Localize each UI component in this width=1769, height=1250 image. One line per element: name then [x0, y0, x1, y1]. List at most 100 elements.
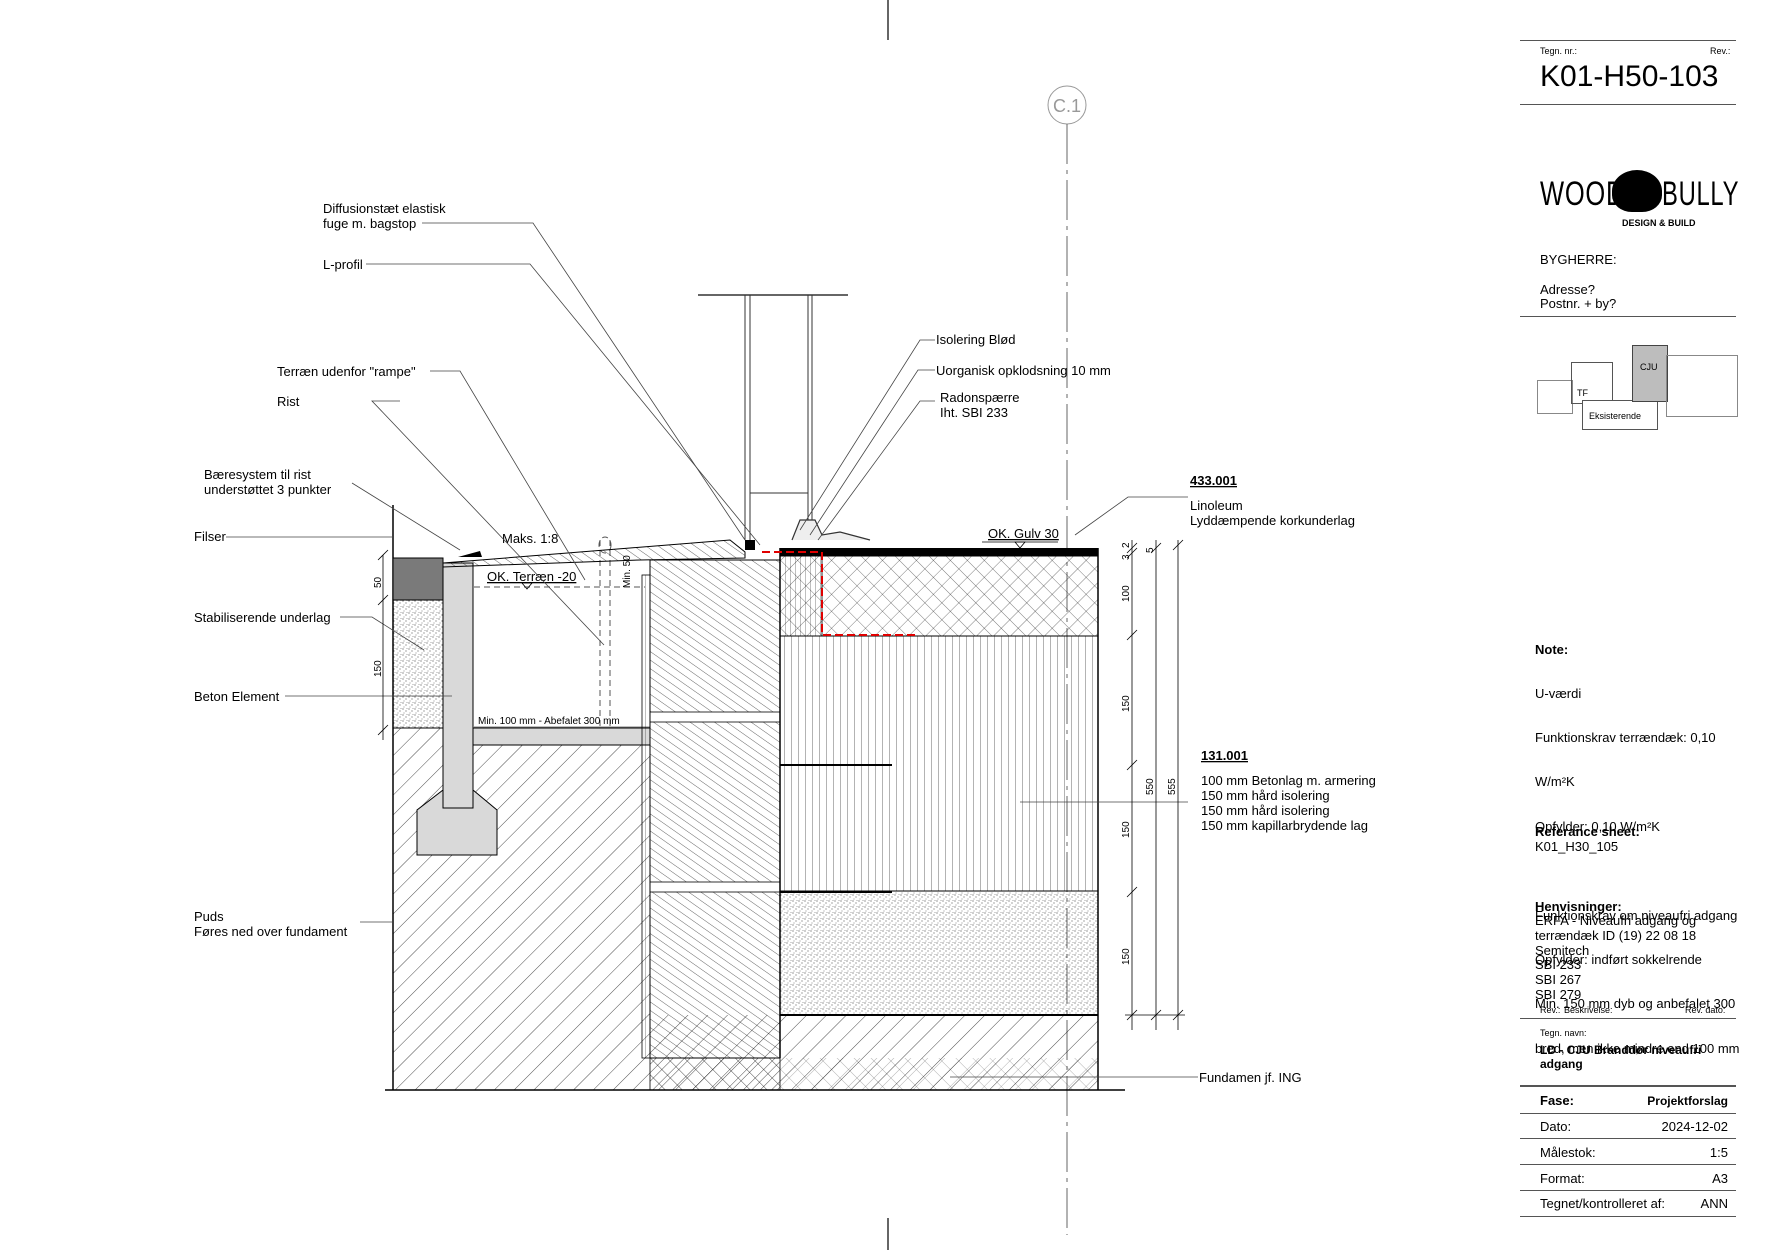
label-puds-1: Puds	[194, 909, 224, 924]
dim-150-left: 150	[373, 660, 384, 677]
rev-col: Rev.:	[1540, 1005, 1561, 1015]
beskrivelse-col: Beskrivelse:	[1564, 1005, 1613, 1015]
key-plan: TF Eksisterende CJU	[1537, 340, 1738, 460]
logo-word-bully: BULLY	[1662, 175, 1740, 213]
note-line: Opfylder: 0,10 W/m²K	[1535, 818, 1660, 834]
henv-lines: ERFA - Niveaufri adgang og terrændæk ID …	[1535, 913, 1697, 1003]
label-filser: Filser	[194, 529, 226, 544]
tegnet-value: ANN	[1700, 1196, 1728, 1211]
drawing-number: K01-H50-103	[1540, 60, 1719, 93]
note-title: Note:	[1535, 642, 1569, 657]
dim-550: 550	[1145, 778, 1156, 795]
label-stabiliserende: Stabiliserende underlag	[194, 610, 331, 625]
kerb-element	[392, 557, 444, 601]
fase-value: Projektforslag	[1647, 1094, 1728, 1108]
henv-line: SBI 233	[1535, 957, 1582, 973]
tegn-navn-label: Tegn. navn:	[1540, 1028, 1587, 1038]
annotation-labels-left: Diffusionstæt elastisk fuge m. bagstop L…	[194, 201, 446, 939]
henv-line: SBI 267	[1535, 972, 1582, 988]
label-layer-4: 150 mm kapillarbrydende lag	[1201, 818, 1368, 833]
slope-text: Maks. 1:8	[502, 531, 558, 546]
foundation-wall	[641, 559, 781, 1091]
dim-150-a: 150	[1121, 695, 1132, 712]
label-linoleum-1: Linoleum	[1190, 498, 1243, 513]
level-ok-gulv: OK. Gulv 30	[982, 526, 1059, 549]
key-plan-tf: TF	[1577, 388, 1588, 398]
henv-line: Semitech	[1535, 942, 1590, 958]
label-uorganisk: Uorganisk opklodsning 10 mm	[936, 363, 1111, 378]
note-line: W/m²K	[1535, 774, 1575, 790]
label-diffusion-1: Diffusionstæt elastisk	[323, 201, 446, 216]
note-line: Opfylder: indført sokkelrende	[1535, 951, 1702, 967]
dim-100: 100	[1121, 585, 1132, 602]
leader-lines	[226, 222, 1198, 1078]
bull-icon	[1612, 170, 1662, 212]
bygherre: BYGHERRE:	[1540, 252, 1617, 267]
dato-value: 2024-12-02	[1661, 1119, 1729, 1134]
dim-150-c: 150	[1121, 948, 1132, 965]
label-radon-1: Radonspærre	[940, 390, 1020, 405]
label-rist: Rist	[277, 394, 300, 409]
malestok-label: Målestok:	[1540, 1145, 1596, 1160]
henv-line: terrændæk ID (19) 22 08 18	[1535, 927, 1697, 943]
ramp-grating	[442, 539, 746, 568]
henv-line: SBI 279	[1535, 986, 1582, 1002]
min100-text: Min. 100 mm - Abefalet 300 mm	[478, 716, 620, 727]
dim-555: 555	[1167, 778, 1178, 795]
note-line: U-værdi	[1535, 685, 1582, 701]
key-plan-eksisterende: Eksisterende	[1589, 411, 1642, 421]
label-layer-1: 100 mm Betonlag m. armering	[1201, 773, 1376, 788]
dim-3: 3	[1121, 554, 1132, 560]
ref-title: Referance sheet:	[1535, 824, 1640, 839]
rev-dato-col: Rev. dato:	[1685, 1005, 1726, 1015]
label-radon-2: Iht. SBI 233	[940, 405, 1008, 420]
label-isolering-blod: Isolering Blød	[936, 332, 1015, 347]
dim-150-b: 150	[1121, 821, 1132, 838]
dim-50: 50	[373, 576, 384, 588]
logo-word-wood: WOOD	[1540, 175, 1626, 213]
dim-5: 5	[1145, 547, 1156, 553]
dato-label: Dato:	[1540, 1119, 1572, 1134]
note-line: bred, men ikke mindre end 100 mm	[1535, 1040, 1740, 1056]
label-linoleum-2: Lyddæmpende korkunderlag	[1190, 513, 1355, 528]
dim-2: 2	[1121, 542, 1132, 548]
format-label: Format:	[1540, 1171, 1585, 1186]
ok-terraen-text: OK. Terræn -20	[487, 569, 576, 584]
tegn-nr-label: Tegn. nr.:	[1540, 46, 1578, 56]
label-code-131: 131.001	[1201, 748, 1248, 763]
label-diffusion-2: fuge m. bagstop	[323, 216, 416, 231]
note-lines: U-værdi Funktionskrav terrændæk: 0,10 W/…	[1535, 657, 1739, 1086]
malestok-value: 1:5	[1709, 1145, 1728, 1160]
henv-line: ERFA - Niveaufri adgang og	[1535, 913, 1697, 928]
soft-insulation-marker	[762, 551, 918, 636]
label-beton-element: Beton Element	[194, 689, 280, 704]
tegnet-label: Tegnet/kontrolleret af:	[1540, 1196, 1666, 1211]
level-ok-terraen: OK. Terræn -20	[487, 569, 576, 590]
postnr: Postnr. + by?	[1540, 296, 1617, 311]
adresse: Adresse?	[1540, 282, 1595, 297]
grid-marker-label: C.1	[1053, 96, 1081, 116]
tegn-navn-1: LD - CJU Branddør niveaufri	[1540, 1043, 1702, 1057]
door-frame	[698, 294, 871, 550]
note-line	[1535, 864, 1739, 879]
fase-label: Fase:	[1540, 1093, 1574, 1108]
annotation-labels-right: Isolering Blød Uorganisk opklodsning 10 …	[936, 332, 1376, 1085]
format-value: A3	[1712, 1171, 1728, 1186]
title-block: Tegn. nr.: Rev.: K01-H50-103 WOOD BULLY …	[1520, 40, 1739, 1220]
label-layer-3: 150 mm hård isolering	[1201, 803, 1330, 818]
key-plan-cju: CJU	[1640, 362, 1658, 372]
note-line: Funktionskrav om niveaufri adgang	[1535, 907, 1738, 923]
min50-text: Min. 50	[622, 555, 633, 588]
label-puds-2: Føres ned over fundament	[194, 924, 348, 939]
note-line: Min. 150 mm dyb og anbefalet 300	[1535, 996, 1736, 1012]
label-lprofil: L-profil	[323, 257, 363, 272]
label-fundament: Fundamen jf. ING	[1199, 1070, 1302, 1085]
label-code-433: 433.001	[1190, 473, 1237, 488]
label-baeresystem-1: Bæresystem til rist	[204, 467, 311, 482]
label-layer-2: 150 mm hård isolering	[1201, 788, 1330, 803]
note-line: Funktionskrav terrændæk: 0,10	[1535, 729, 1716, 745]
dimension-chains	[377, 539, 1185, 1030]
ok-gulv-text: OK. Gulv 30	[988, 526, 1059, 541]
company-logo: WOOD BULLY DESIGN & BUILD	[1540, 170, 1738, 250]
